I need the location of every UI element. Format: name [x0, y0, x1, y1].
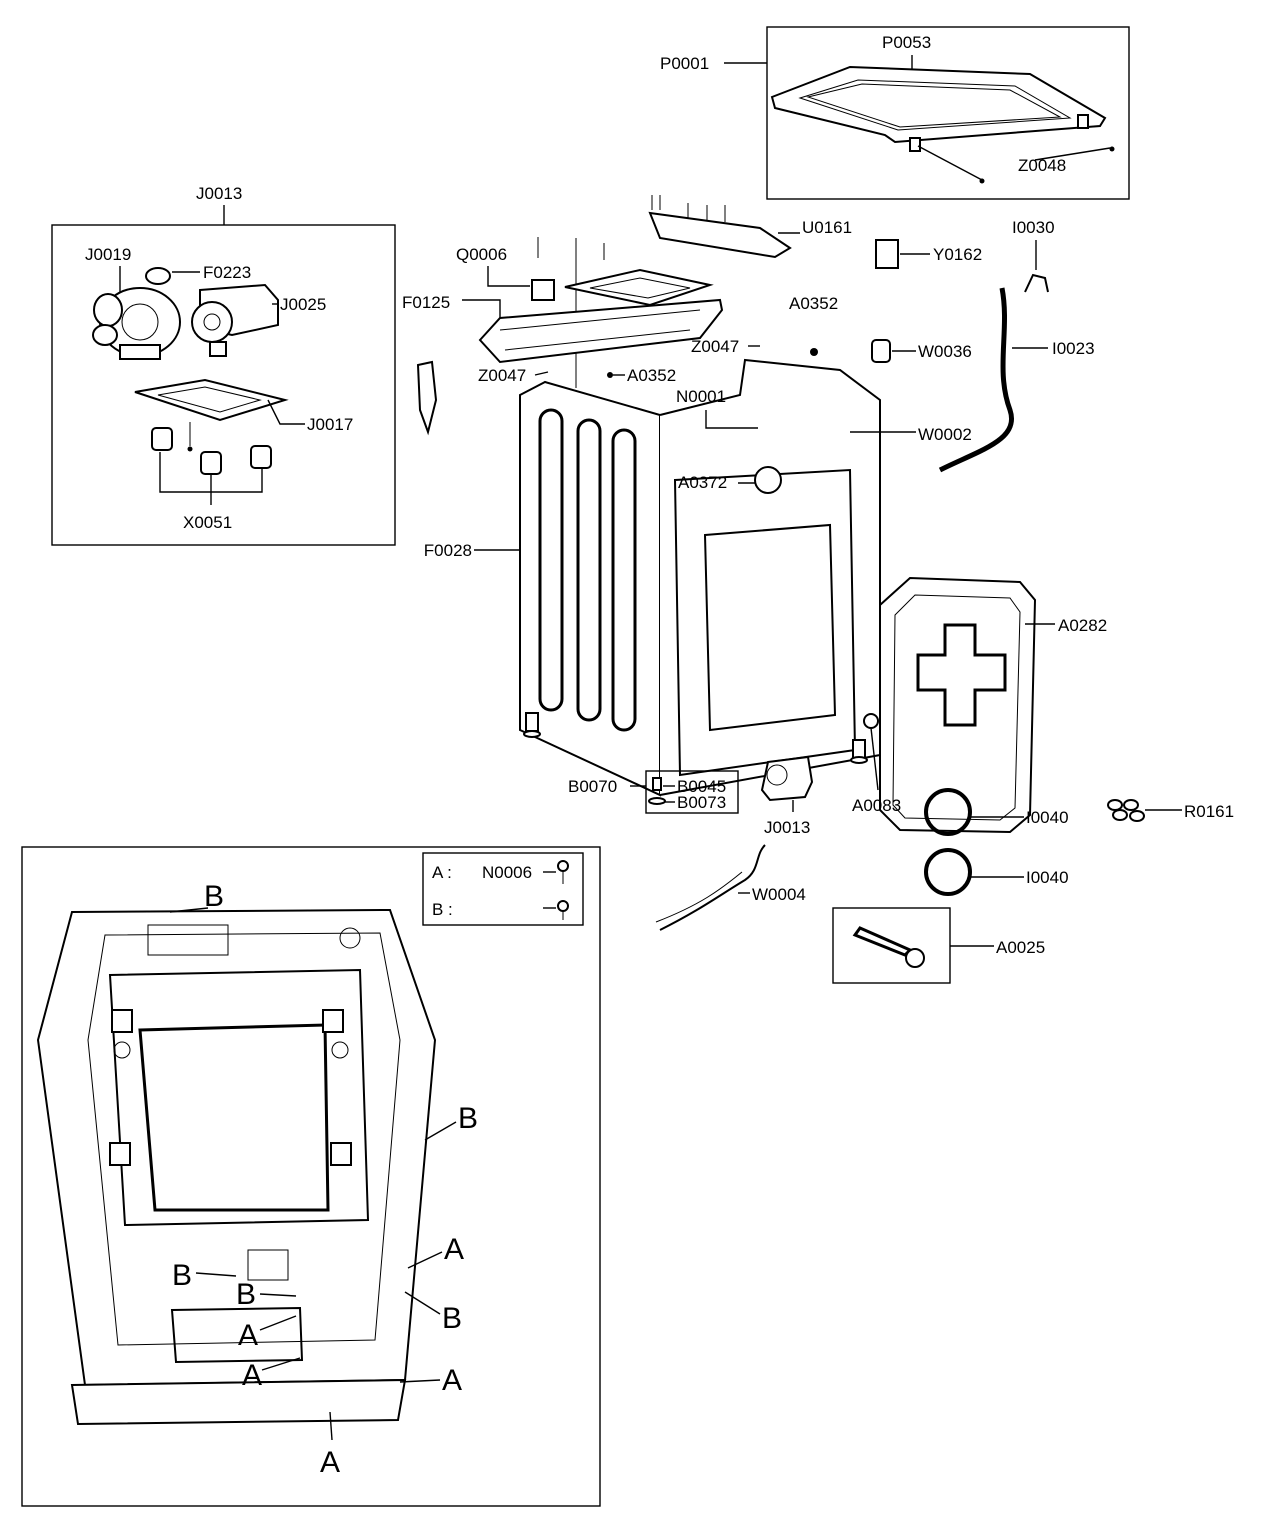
label-i0040-a: I0040 — [1026, 808, 1069, 827]
label-u0161: U0161 — [802, 218, 852, 237]
feet-parts — [523, 712, 868, 764]
cabinet-part: F0028 — [424, 358, 881, 797]
label-j0025: J0025 — [280, 295, 326, 314]
label-x0051: X0051 — [183, 513, 232, 532]
legend-a-key: A : — [432, 863, 452, 882]
callout-a-inner-1: A — [238, 1319, 258, 1352]
label-a0025: A0025 — [996, 938, 1045, 957]
control-bracket-part — [648, 211, 792, 259]
label-f0223: F0223 — [203, 263, 251, 282]
label-b0073: B0073 — [677, 793, 726, 812]
label-f0125: F0125 — [402, 293, 450, 312]
pump-part — [92, 287, 181, 360]
label-y0162: Y0162 — [933, 245, 982, 264]
callout-a-bottom: A — [320, 1446, 340, 1479]
washer-parts — [1107, 799, 1145, 822]
filter-ring-part — [145, 267, 171, 285]
callout-a-right-1: A — [444, 1233, 464, 1266]
frame-detail-box: A : N0006 B : B B — [21, 846, 601, 1507]
label-j0019: J0019 — [85, 245, 131, 264]
label-f0028: F0028 — [424, 541, 472, 560]
hose-guide-part — [1024, 273, 1049, 293]
pump-motor-part — [191, 283, 279, 357]
label-a0352-top: A0352 — [789, 294, 838, 313]
rear-panel-part — [879, 576, 1037, 834]
sensor-part-w0036 — [871, 339, 891, 363]
label-a0282: A0282 — [1058, 616, 1107, 635]
bolt-part-a0083 — [863, 713, 879, 729]
label-p0001: P0001 — [660, 54, 709, 73]
drain-hose-part — [938, 287, 1015, 473]
label-r0161: R0161 — [1184, 802, 1234, 821]
dispenser-part — [478, 298, 724, 364]
label-z0047-a: Z0047 — [691, 337, 739, 356]
pump-assembly-box: J0013 J0019 F0223 J0025 — [51, 184, 396, 546]
label-j0013-bottom: J0013 — [764, 818, 810, 837]
top-cover-part — [770, 65, 1107, 152]
pump-mounts-part — [151, 427, 272, 475]
callout-b-right-2: B — [442, 1302, 462, 1335]
label-q0006: Q0006 — [456, 245, 507, 264]
legend-box — [422, 852, 584, 926]
label-z0047-b: Z0047 — [478, 366, 526, 385]
screw-b-icon — [557, 900, 569, 912]
callout-a-inner-2: A — [242, 1359, 262, 1392]
foot-kit-box — [645, 770, 739, 814]
label-w0002: W0002 — [918, 425, 972, 444]
legend-a-part: N0006 — [482, 863, 532, 882]
label-p0053: P0053 — [882, 33, 931, 52]
label-b0070: B0070 — [568, 777, 617, 796]
screw-a-icon — [557, 860, 569, 872]
callout-b-right-1: B — [458, 1102, 478, 1135]
label-a0352-mid: A0352 — [627, 366, 676, 385]
label-z0048: Z0048 — [1018, 156, 1066, 175]
label-i0030: I0030 — [1012, 218, 1055, 237]
legend-b-key: B : — [432, 900, 453, 919]
pump-part-j0013 — [760, 755, 814, 802]
label-j0017: J0017 — [307, 415, 353, 434]
label-w0004: W0004 — [752, 885, 806, 904]
inlet-hose-parts — [924, 788, 972, 896]
callout-a-right-2: A — [442, 1364, 462, 1397]
switch-part-q0006 — [531, 279, 555, 301]
label-j0013-box: J0013 — [196, 184, 242, 203]
control-board-part — [564, 268, 714, 307]
top-cover-box: P0001 P0053 Z0048 — [660, 26, 1130, 200]
label-a0083: A0083 — [852, 796, 901, 815]
sensor-part-y0162 — [875, 239, 899, 269]
label-i0040-b: I0040 — [1026, 868, 1069, 887]
label-a0372: A0372 — [678, 473, 727, 492]
label-n0001: N0001 — [676, 387, 726, 406]
callout-b-inner-1: B — [172, 1259, 192, 1292]
label-b0045: B0045 — [677, 777, 726, 796]
callout-b-top: B — [204, 880, 224, 913]
frame-part — [36, 908, 437, 1426]
pump-bracket-part — [134, 378, 289, 422]
label-i0023: I0023 — [1052, 339, 1095, 358]
callout-b-inner-2: B — [236, 1278, 256, 1311]
control-parts: U0161 Y0162 I0030 Q0006 F0125 Z0047 Z004… — [402, 195, 1095, 473]
label-w0036: W0036 — [918, 342, 972, 361]
